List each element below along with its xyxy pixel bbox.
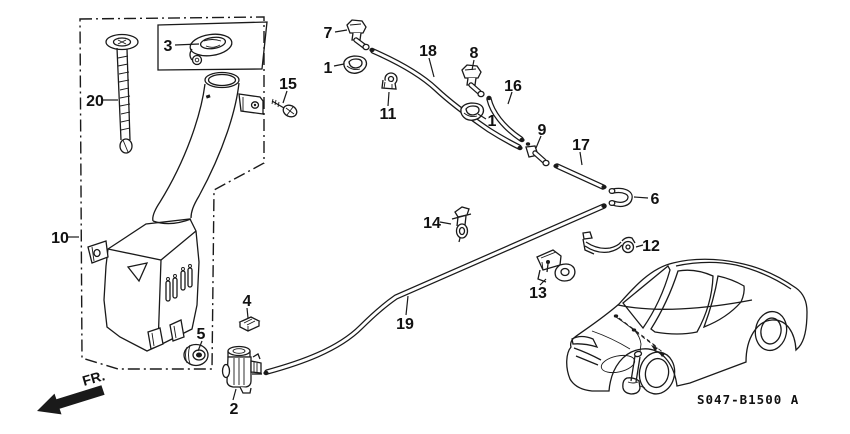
hose-19-drawing [263, 203, 607, 376]
windshield-glass [622, 264, 671, 330]
leader-lines [68, 29, 649, 401]
hose-18-drawing [369, 47, 523, 151]
washer-pump-drawing [221, 345, 262, 394]
washer-nozzle-7-drawing [346, 19, 370, 51]
callout-1-front: 1 [324, 60, 333, 77]
callout-5: 5 [197, 326, 206, 343]
hose-16-drawing [486, 95, 525, 143]
callout-7: 7 [324, 25, 333, 42]
callout-14: 14 [423, 215, 441, 232]
cushion-4-drawing [238, 316, 261, 332]
callout-16: 16 [504, 78, 522, 95]
washer-nozzle-8-drawing [461, 64, 485, 98]
level-gauge-drawing [105, 33, 139, 154]
filler-cap-drawing [189, 33, 233, 66]
headlight [571, 335, 599, 349]
callout-labels: 7 1 11 18 8 1 16 9 17 6 15 3 20 10 5 4 2… [51, 25, 660, 418]
part-code-label: S047-B1500 A [697, 392, 799, 407]
callout-15: 15 [279, 76, 297, 93]
cap-detail-box [157, 21, 268, 71]
callout-1-rear: 1 [488, 113, 497, 130]
callout-2: 2 [230, 401, 239, 418]
car-outline-drawing [566, 258, 808, 395]
callout-3: 3 [164, 38, 173, 55]
callout-11: 11 [380, 106, 397, 123]
callout-18: 18 [419, 43, 437, 60]
clip-12-drawing [582, 231, 636, 255]
callout-13: 13 [529, 285, 547, 302]
mount-bolt-drawing [271, 98, 298, 118]
callout-9: 9 [538, 122, 547, 139]
callout-6: 6 [651, 191, 660, 208]
clip-14-drawing [451, 206, 472, 243]
quarter-glass [702, 275, 745, 329]
reservoir-tank-drawing [87, 71, 264, 352]
callout-19: 19 [396, 316, 414, 333]
grommet-1-rear-drawing [460, 102, 485, 121]
door-glass [650, 269, 714, 335]
hose-17-drawing [553, 163, 607, 190]
elbow-6-drawing [608, 187, 633, 208]
clamp-13-drawing [536, 249, 576, 283]
fr-label: FR. [80, 367, 106, 389]
callout-17: 17 [572, 137, 590, 154]
callout-12: 12 [642, 238, 660, 255]
front-wheel [638, 351, 676, 395]
clip-11-drawing [381, 72, 398, 90]
joint-9-drawing [525, 142, 550, 167]
callout-10: 10 [51, 230, 69, 247]
rear-wheel [754, 310, 788, 352]
callout-20: 20 [86, 93, 104, 110]
callout-8: 8 [470, 45, 479, 62]
callout-4: 4 [243, 293, 252, 310]
grommet-1-front-drawing [343, 55, 368, 74]
fr-direction-arrow: FR. [37, 367, 107, 415]
reservoir-assembly-boundary [79, 16, 268, 370]
grommet-5-drawing [183, 343, 209, 367]
